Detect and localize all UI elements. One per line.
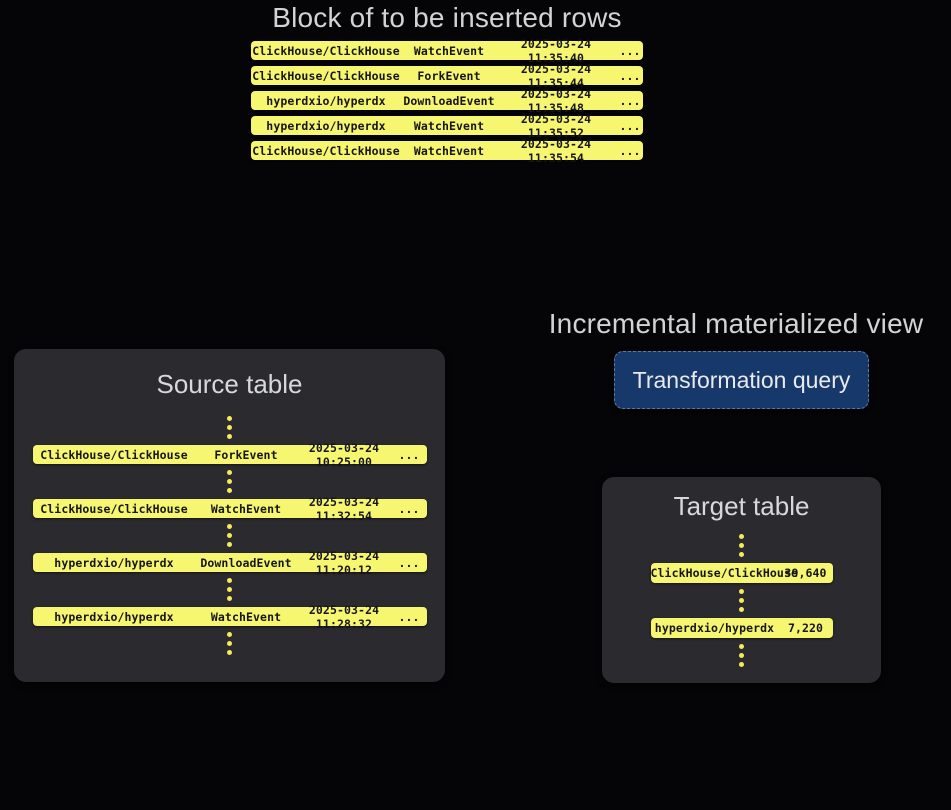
ellipsis-dots bbox=[227, 518, 232, 553]
row-event: DownloadEvent bbox=[200, 555, 292, 570]
ellipsis-dots bbox=[227, 410, 232, 445]
source-table-title: Source table bbox=[156, 369, 303, 399]
table-row: ClickHouse/ClickHouse ForkEvent 2025-03-… bbox=[251, 62, 643, 90]
target-table-rows: ClickHouse/ClickHouse 39,640 hyperdxio/h… bbox=[602, 528, 881, 673]
row-ellipsis: ... bbox=[619, 68, 641, 83]
ellipsis-dots bbox=[227, 626, 232, 661]
row-count: 7,220 bbox=[787, 621, 824, 635]
ellipsis-dots bbox=[227, 464, 232, 499]
block-heading: Block of to be inserted rows bbox=[272, 2, 622, 33]
row-ellipsis: ... bbox=[619, 43, 641, 58]
row-event: WatchEvent bbox=[210, 501, 282, 516]
row-timestamp: 2025-03-24 11:20:12 bbox=[308, 548, 380, 577]
row-timestamp: 2025-03-24 11:35:44 bbox=[520, 61, 592, 90]
row-ellipsis: ... bbox=[398, 447, 420, 462]
row-event: WatchEvent bbox=[413, 143, 485, 158]
ellipsis-dots bbox=[739, 583, 744, 618]
target-table-title: Target table bbox=[673, 491, 810, 521]
ellipsis-dots bbox=[227, 572, 232, 607]
table-row: hyperdxio/hyperdx DownloadEvent 2025-03-… bbox=[32, 549, 427, 577]
row-ellipsis: ... bbox=[619, 118, 641, 133]
transformation-query-box[interactable]: Transformation query bbox=[614, 351, 869, 409]
row-repo: ClickHouse/ClickHouse bbox=[650, 566, 798, 580]
row-repo: ClickHouse/ClickHouse bbox=[252, 68, 400, 83]
row-timestamp: 2025-03-24 11:35:52 bbox=[520, 111, 592, 140]
ellipsis-dots bbox=[739, 638, 744, 673]
source-table-panel: Source table ClickHouse/ClickHouse ForkE… bbox=[14, 349, 445, 682]
row-repo: hyperdxio/hyperdx bbox=[54, 555, 174, 570]
row-repo: hyperdxio/hyperdx bbox=[266, 118, 386, 133]
materialized-view-heading: Incremental materialized view bbox=[548, 308, 924, 339]
row-count: 39,640 bbox=[784, 566, 827, 580]
row-event: ForkEvent bbox=[214, 447, 278, 462]
row-event: DownloadEvent bbox=[403, 93, 495, 108]
table-row: ClickHouse/ClickHouse ForkEvent 2025-03-… bbox=[32, 441, 427, 469]
table-row: hyperdxio/hyperdx 7,220 bbox=[650, 618, 833, 638]
row-timestamp: 2025-03-24 11:32:54 bbox=[308, 494, 380, 523]
row-event: ForkEvent bbox=[417, 68, 481, 83]
row-ellipsis: ... bbox=[619, 93, 641, 108]
row-repo: hyperdxio/hyperdx bbox=[266, 93, 386, 108]
table-row: hyperdxio/hyperdx DownloadEvent 2025-03-… bbox=[251, 87, 643, 115]
row-ellipsis: ... bbox=[619, 143, 641, 158]
row-ellipsis: ... bbox=[398, 609, 420, 624]
table-row: hyperdxio/hyperdx WatchEvent 2025-03-24 … bbox=[251, 112, 643, 140]
row-repo: hyperdxio/hyperdx bbox=[654, 621, 775, 635]
row-repo: ClickHouse/ClickHouse bbox=[40, 501, 188, 516]
row-timestamp: 2025-03-24 11:35:48 bbox=[520, 86, 592, 115]
table-row: ClickHouse/ClickHouse WatchEvent 2025-03… bbox=[32, 495, 427, 523]
row-timestamp: 2025-03-24 11:35:40 bbox=[520, 36, 592, 65]
table-row: hyperdxio/hyperdx WatchEvent 2025-03-24 … bbox=[32, 603, 427, 631]
row-event: WatchEvent bbox=[413, 118, 485, 133]
row-timestamp: 2025-03-24 11:28:32 bbox=[308, 602, 380, 631]
row-timestamp: 2025-03-24 10:25:00 bbox=[308, 440, 380, 469]
ellipsis-dots bbox=[739, 528, 744, 563]
insert-block-rows: ClickHouse/ClickHouse WatchEvent 2025-03… bbox=[251, 37, 643, 165]
row-repo: ClickHouse/ClickHouse bbox=[40, 447, 188, 462]
table-row: ClickHouse/ClickHouse WatchEvent 2025-03… bbox=[251, 137, 643, 165]
target-table-panel: Target table ClickHouse/ClickHouse 39,64… bbox=[602, 477, 881, 683]
row-timestamp: 2025-03-24 11:35:54 bbox=[520, 136, 592, 165]
row-repo: hyperdxio/hyperdx bbox=[54, 609, 174, 624]
row-ellipsis: ... bbox=[398, 555, 420, 570]
row-ellipsis: ... bbox=[398, 501, 420, 516]
table-row: ClickHouse/ClickHouse 39,640 bbox=[650, 563, 833, 583]
row-repo: ClickHouse/ClickHouse bbox=[252, 143, 400, 158]
row-event: WatchEvent bbox=[413, 43, 485, 58]
row-event: WatchEvent bbox=[210, 609, 282, 624]
source-table-rows: ClickHouse/ClickHouse ForkEvent 2025-03-… bbox=[14, 410, 445, 661]
row-repo: ClickHouse/ClickHouse bbox=[252, 43, 400, 58]
table-row: ClickHouse/ClickHouse WatchEvent 2025-03… bbox=[251, 37, 643, 65]
